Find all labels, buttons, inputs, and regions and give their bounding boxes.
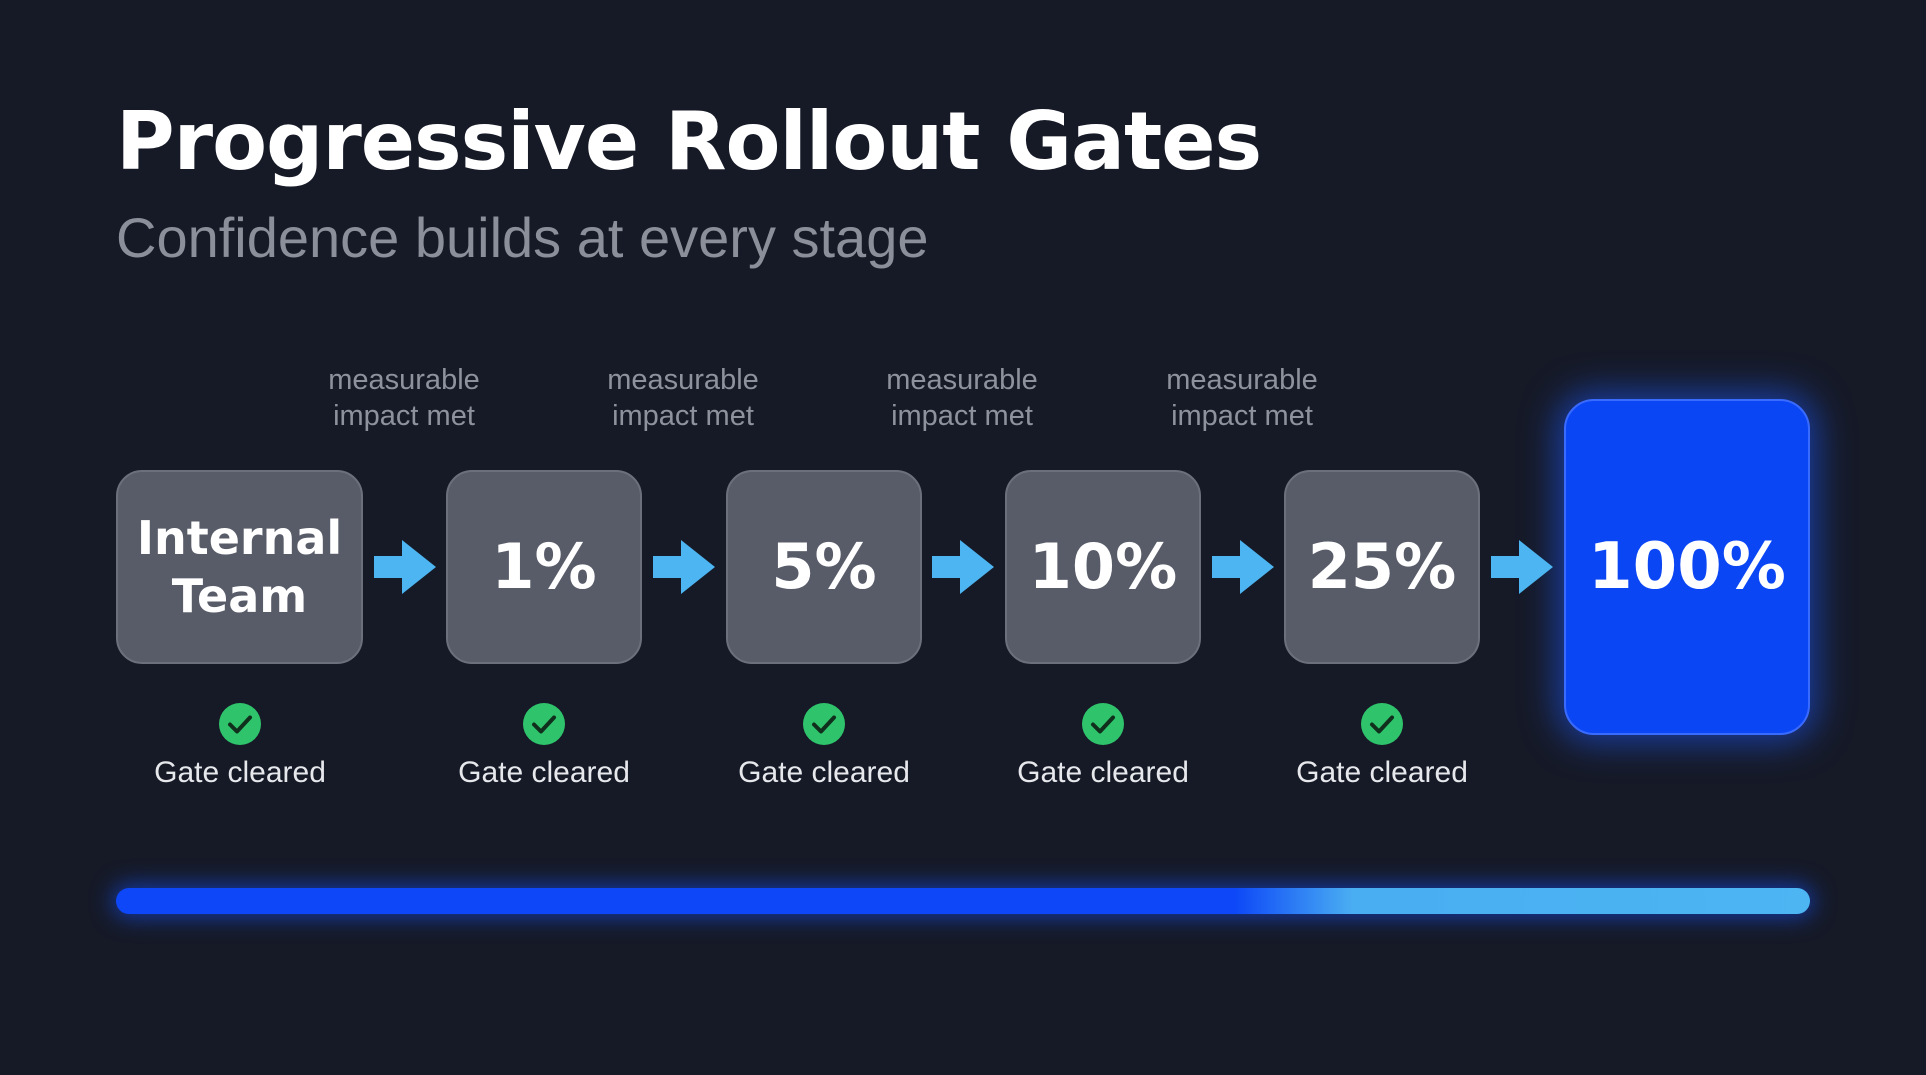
arrow-right-icon bbox=[1491, 540, 1553, 594]
gate-status: Gate cleared bbox=[1296, 756, 1468, 789]
stage-1-percent: 1% bbox=[446, 470, 642, 664]
arrow-right-icon bbox=[1212, 540, 1274, 594]
gate-status: Gate cleared bbox=[1017, 756, 1189, 789]
stage-5-percent: 5% bbox=[726, 470, 922, 664]
gate-status: Gate cleared bbox=[458, 756, 630, 789]
stage-label: 10% bbox=[1028, 530, 1178, 603]
stage-label: 5% bbox=[771, 530, 877, 603]
check-circle-icon bbox=[523, 703, 565, 745]
check-circle-icon bbox=[219, 703, 261, 745]
check-circle-icon bbox=[1082, 703, 1124, 745]
page-subtitle: Confidence builds at every stage bbox=[116, 206, 929, 269]
gate-status: Gate cleared bbox=[738, 756, 910, 789]
stage-25-percent: 25% bbox=[1284, 470, 1480, 664]
check-circle-icon bbox=[1361, 703, 1403, 745]
stage-label: Internal Team bbox=[136, 511, 343, 623]
stage-label: 1% bbox=[491, 530, 597, 603]
stage-internal-team: Internal Team bbox=[116, 470, 363, 664]
stage-10-percent: 10% bbox=[1005, 470, 1201, 664]
page-title: Progressive Rollout Gates bbox=[116, 95, 1262, 188]
progress-bar bbox=[116, 888, 1810, 914]
gate-status: Gate cleared bbox=[154, 756, 326, 789]
stage-label: 25% bbox=[1307, 530, 1457, 603]
arrow-right-icon bbox=[932, 540, 994, 594]
arrow-right-icon bbox=[374, 540, 436, 594]
stage-label: 100% bbox=[1588, 530, 1786, 604]
progress-fill bbox=[116, 888, 1810, 914]
arrow-right-icon bbox=[653, 540, 715, 594]
check-circle-icon bbox=[803, 703, 845, 745]
stage-100-percent: 100% bbox=[1564, 399, 1810, 735]
